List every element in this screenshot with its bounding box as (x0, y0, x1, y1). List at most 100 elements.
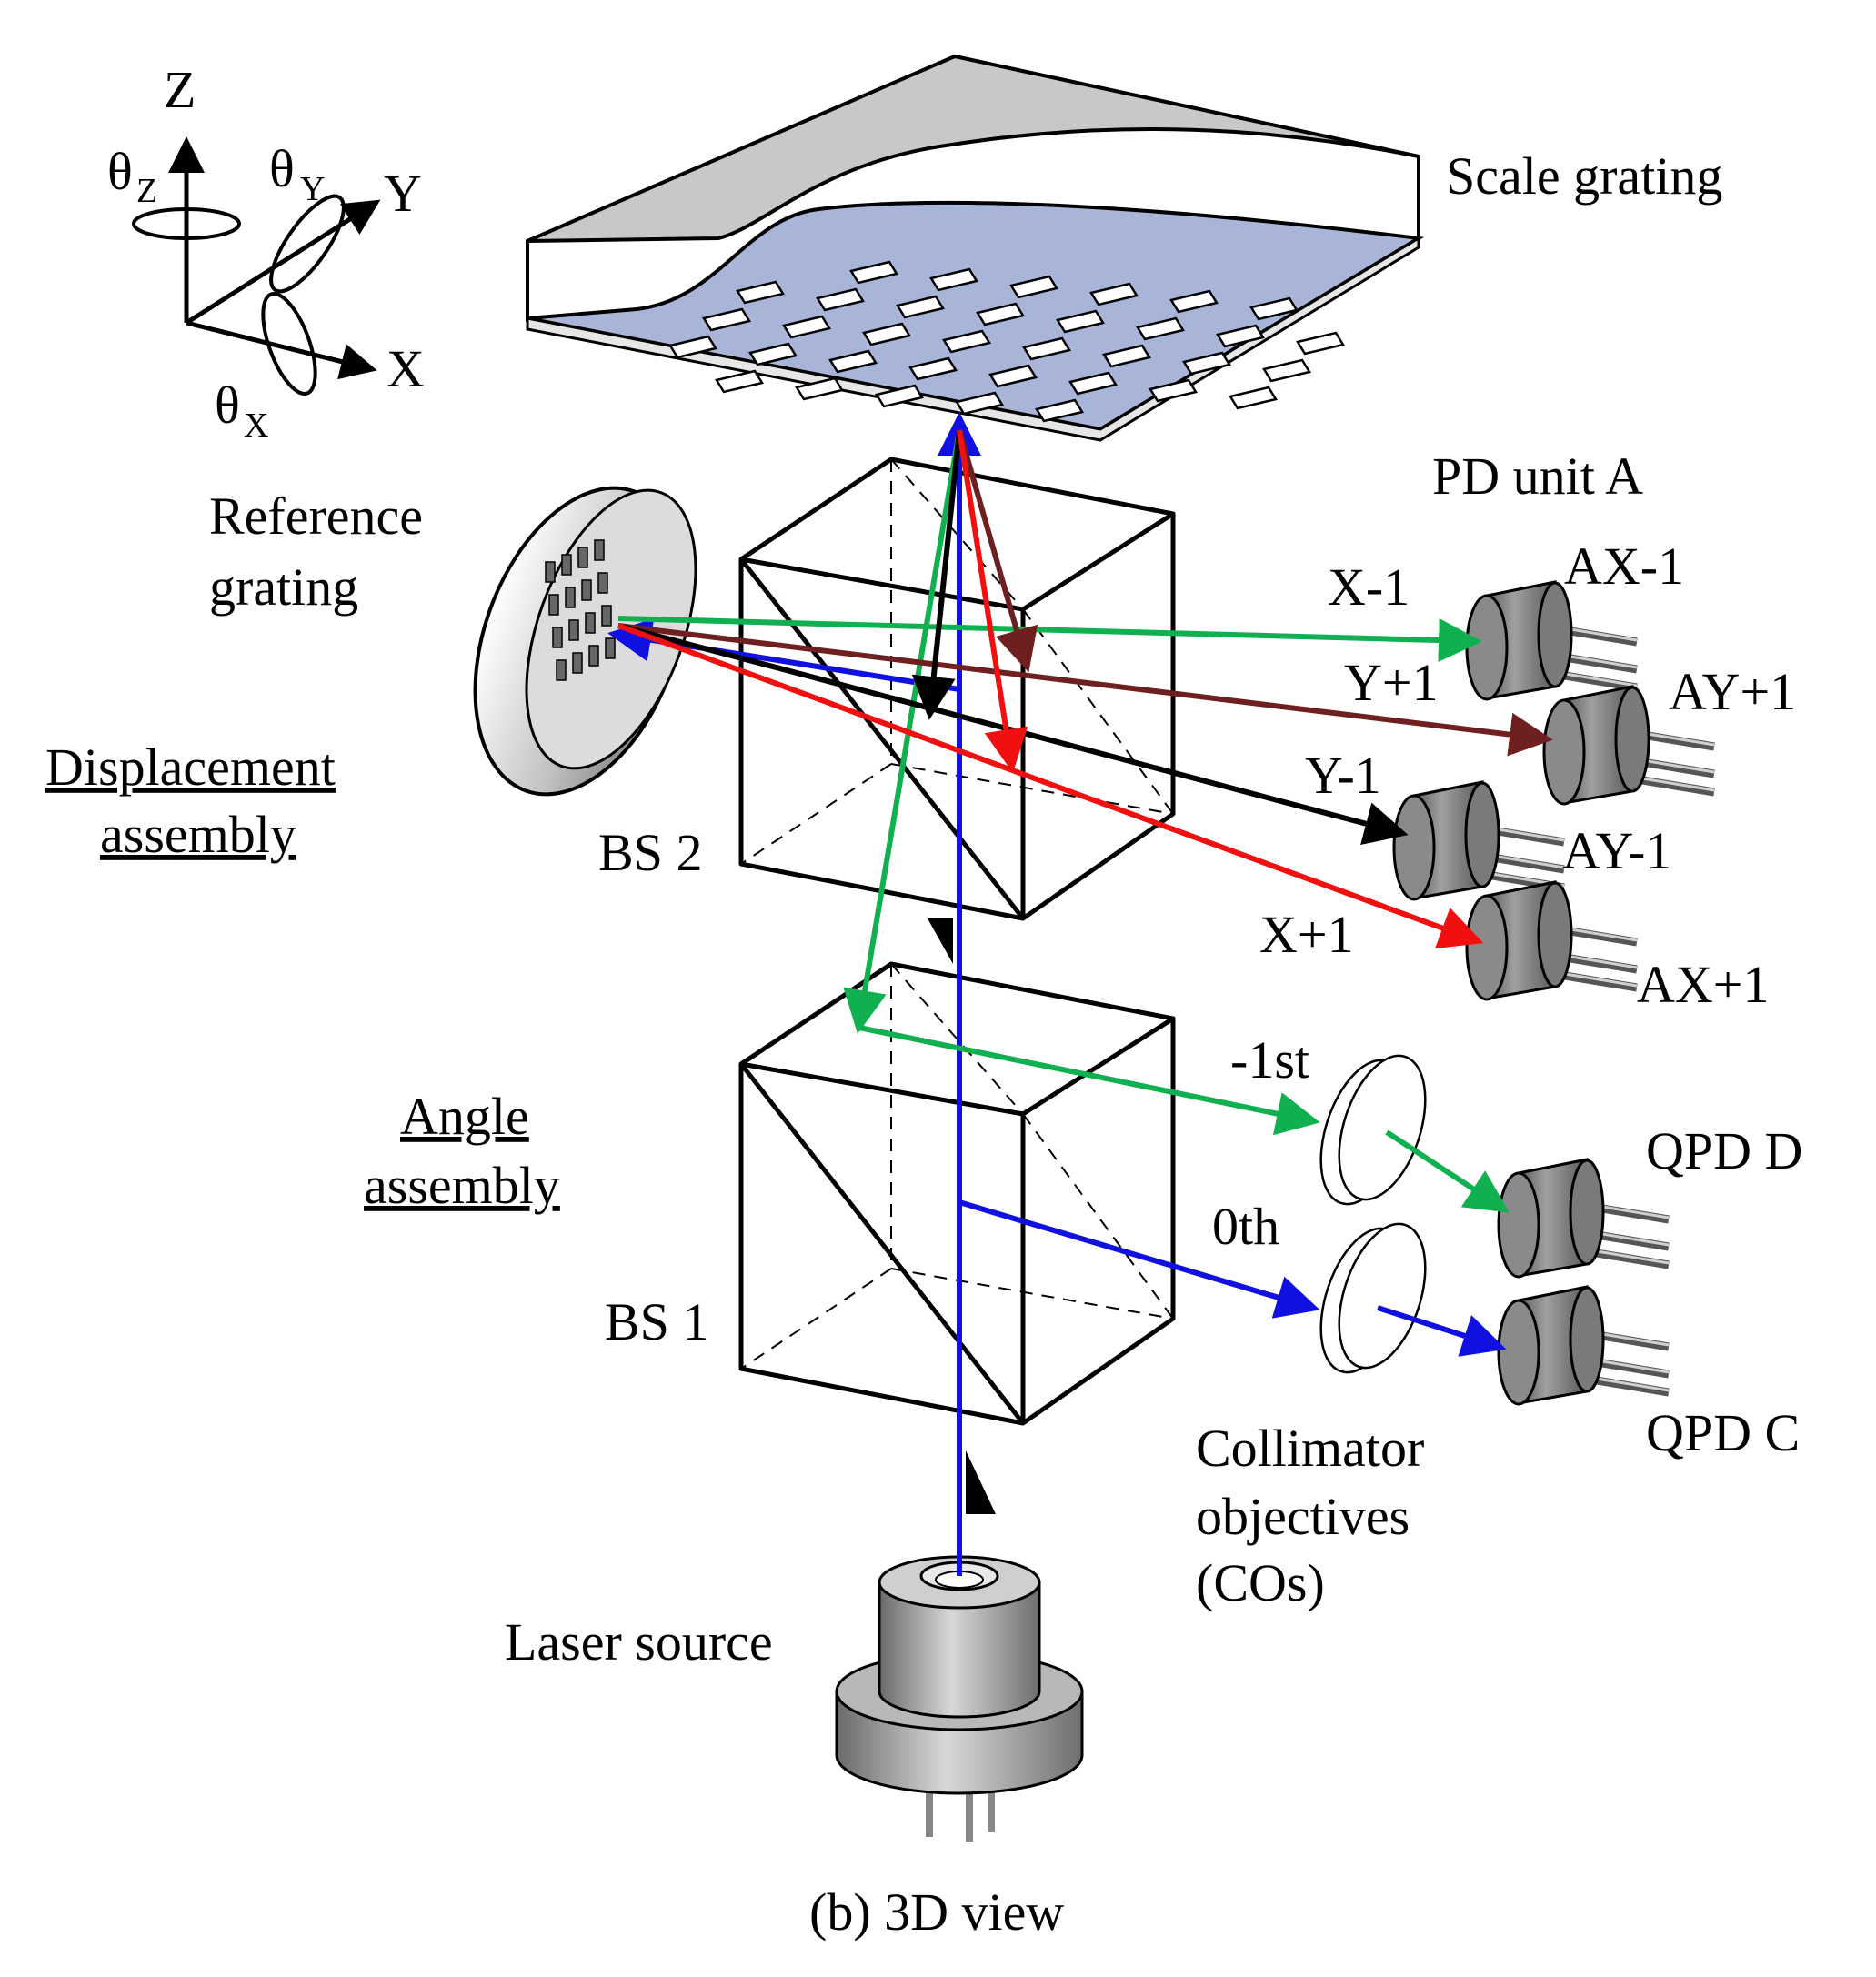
photodiode-pin (1590, 1248, 1670, 1269)
figure-caption: (b) 3D view (809, 1882, 1064, 1942)
photodiode-icon (1569, 1159, 1605, 1266)
reference-grating-cell (594, 539, 605, 561)
grating-cell (896, 295, 945, 319)
grating-cell (702, 307, 751, 332)
photodiode-pin-highlight (1590, 1376, 1670, 1392)
collimator-lens-upper (1319, 1054, 1427, 1206)
grating-cell (908, 356, 958, 381)
theta-y-rotation-icon (269, 194, 346, 294)
qpd-d-label: QPD D (1646, 1121, 1802, 1180)
collimator-label-line1: Collimator (1196, 1419, 1424, 1478)
reference-grating-cell (568, 619, 579, 641)
theta-z-subscript: Z (136, 172, 157, 210)
photodiode-cans (1392, 580, 1715, 1406)
grating-cell (929, 267, 978, 292)
qpd-d-detector (1497, 1158, 1670, 1279)
beam-y-plus1 (617, 623, 1553, 757)
coordinate-system: Z Y X θ Z θ Y θ X (107, 60, 425, 445)
laser-source (835, 1555, 1084, 1842)
beam-y-plus1-down (957, 429, 1038, 673)
photodiode-ay-minus1 (1392, 780, 1565, 901)
scale-grating (526, 54, 1425, 442)
photodiode-pin (1559, 670, 1638, 692)
reference-grating-cell (605, 637, 616, 659)
photodiode-pin (1559, 970, 1638, 992)
reference-grating-cell (601, 605, 612, 627)
photodiode-pin (1590, 1375, 1670, 1397)
beam-x-plus1-label: X+1 (1259, 905, 1354, 964)
grating-cell (988, 364, 1038, 388)
photodiode-pin (1486, 852, 1565, 874)
photodiode-pin (1559, 952, 1638, 974)
beam-y-minus1-down (911, 429, 962, 720)
photodiode-pin (1590, 1357, 1670, 1379)
grating-cell (1216, 324, 1265, 348)
photodiode-pin-highlight (1590, 1249, 1670, 1265)
photodiode-window (1497, 1171, 1540, 1279)
photodiode-pin-highlight (1559, 971, 1638, 988)
photodiode-pin-highlight (1636, 776, 1715, 792)
grating-cell (1296, 331, 1345, 356)
grating-cell (942, 329, 991, 354)
grating-cell (1009, 275, 1058, 299)
grating-cell (1169, 289, 1219, 314)
photodiode-window (1465, 894, 1509, 1001)
grating-cell (955, 391, 1004, 416)
laser-source-label: Laser source (505, 1612, 773, 1671)
photodiode-window (1542, 698, 1586, 806)
photodiode-icon (1614, 686, 1650, 793)
axis-z-label: Z (164, 60, 196, 119)
displacement-assembly-label-line2: assembly (100, 805, 296, 864)
theta-y-symbol: θ (269, 139, 295, 198)
zeroth-order-to-qpd-c (1377, 1305, 1507, 1357)
theta-z-symbol: θ (107, 142, 133, 201)
beam-x-plus1-down (957, 429, 1028, 773)
reference-grating-cell (548, 594, 559, 616)
photodiode-ay-plus1 (1542, 685, 1715, 806)
minus-1st-order-label: -1st (1230, 1030, 1309, 1089)
displacement-assembly-label-line1: Displacement (45, 738, 336, 797)
axis-x-label: X (386, 339, 425, 398)
theta-x-symbol: θ (215, 376, 240, 435)
qpd-c-label: QPD C (1646, 1403, 1800, 1462)
angle-assembly-label-line1: Angle (400, 1087, 529, 1146)
photodiode-pin-highlight (1559, 653, 1638, 669)
photodiode-window (1465, 594, 1509, 701)
collimator-label-line3: (COs) (1196, 1553, 1325, 1612)
grating-cell (1056, 309, 1105, 334)
photodiode-pin (1559, 652, 1638, 674)
minus-first-order-to-qpd-d (1385, 1129, 1510, 1213)
grating-cell (1068, 371, 1118, 396)
reference-grating-cell (581, 579, 592, 601)
photodiode-window (1392, 794, 1436, 901)
reference-grating-cell (545, 561, 556, 583)
grating-cell (782, 315, 831, 339)
ax-minus1-label: AX-1 (1564, 537, 1684, 596)
reference-grating-cell (565, 587, 576, 608)
reference-grating-cell (597, 572, 608, 594)
grating-cell (816, 287, 865, 312)
theta-x-rotation-icon (261, 291, 317, 396)
zeroth-order-label: 0th (1212, 1197, 1279, 1256)
grating-cell (795, 376, 844, 401)
qpd-c-detector (1497, 1285, 1670, 1406)
grating-cell (736, 280, 785, 305)
grating-cell (875, 384, 924, 408)
reference-grating-label-line2: grating (209, 557, 358, 617)
reference-grating-cell (585, 612, 596, 634)
grating-cell (828, 349, 878, 374)
ay-plus1-label: AY+1 (1669, 662, 1796, 721)
theta-y-subscript: Y (300, 170, 325, 208)
grating-cell (862, 322, 911, 346)
reference-grating-cell (556, 659, 567, 681)
grating-cell (1035, 398, 1084, 423)
collimator-lens-lower (1319, 1222, 1427, 1374)
reference-grating-cell (572, 652, 583, 674)
minus-first-order-down (843, 429, 962, 1034)
photodiode-icon (1464, 781, 1500, 888)
axis-y-label: Y (384, 164, 422, 223)
minus-first-order-beam (858, 1025, 1320, 1136)
bs1-label: BS 1 (605, 1292, 708, 1351)
grating-cell (715, 369, 764, 394)
